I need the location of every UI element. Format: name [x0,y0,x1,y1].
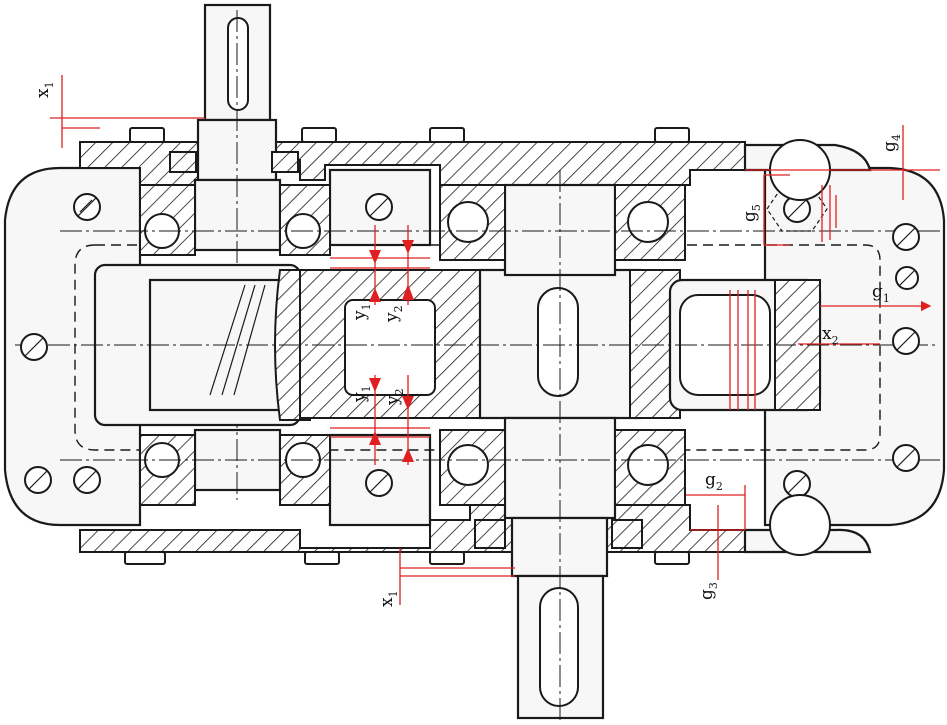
dimension-labels: x1 x1 y1 y2 y1 y2 g5 g4 g1 x2 g2 g3 [33,81,903,607]
label-g1: g1 [872,282,890,305]
label-g5: g5 [740,204,763,222]
label-g3: g3 [697,582,720,600]
keyway [227,17,249,111]
label-x2: x2 [822,324,839,347]
mounting-bolts [20,139,920,556]
label-y1-top: y1 [350,303,373,321]
label-g4: g4 [880,134,903,152]
bottom-bolts [124,551,690,565]
main-gear [299,268,822,420]
label-x1-bottom: x1 [377,590,400,607]
top-bolts [129,127,690,143]
dimension-annotations [50,75,940,605]
label-y2-top: y2 [382,305,405,323]
left-lug [3,166,142,527]
label-g2: g2 [705,470,723,493]
label-x1-top: x1 [33,81,56,98]
right-lug [763,166,946,527]
inner-cavity [74,244,881,451]
center-keyway [537,287,579,397]
label-y2-bottom: y2 [383,388,406,406]
input-shaft [139,3,331,506]
label-y1-bottom: y1 [350,385,373,403]
output-shaft [439,170,686,720]
